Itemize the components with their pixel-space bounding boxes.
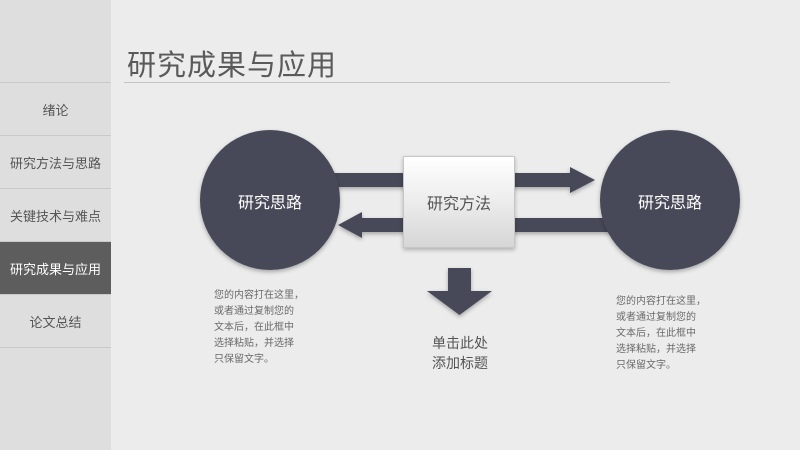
left-body-line: 或者通过复制您的	[214, 306, 294, 317]
center-method-label: 研究方法	[426, 194, 491, 213]
sidebar-item-results[interactable]: 研究成果与应用	[0, 242, 111, 295]
page-title: 研究成果与应用	[127, 48, 338, 82]
center-title-line: 单击此处	[432, 336, 488, 352]
sidebar-item-key-technologies[interactable]: 关键技术与难点	[0, 189, 111, 242]
left-body-line: 文本后，在此框中	[214, 322, 294, 333]
sidebar: 绪论 研究方法与思路 关键技术与难点 研究成果与应用 论文总结	[0, 0, 111, 450]
right-body-line: 您的内容打在这里，	[616, 296, 706, 307]
right-body-line: 只保留文字。	[616, 360, 676, 371]
left-circle	[200, 130, 340, 270]
right-body-line: 或者通过复制您的	[616, 312, 696, 323]
right-circle-label: 研究思路	[637, 193, 702, 212]
sidebar-item-introduction[interactable]: 绪论	[0, 83, 111, 136]
sidebar-item-summary[interactable]: 论文总结	[0, 295, 111, 348]
center-method-box[interactable]: 研究方法	[403, 156, 515, 248]
right-body-line: 选择粘贴，并选择	[616, 344, 696, 355]
left-body-line: 选择粘贴，并选择	[214, 338, 294, 349]
left-body-text[interactable]: 您的内容打在这里， 或者通过复制您的 文本后，在此框中 选择粘贴，并选择 只保留…	[214, 288, 334, 368]
arrow-down	[427, 268, 492, 315]
title-divider	[124, 82, 670, 83]
sidebar-nav: 绪论 研究方法与思路 关键技术与难点 研究成果与应用 论文总结	[0, 82, 111, 348]
center-title-placeholder[interactable]: 单击此处 添加标题	[405, 334, 515, 374]
sidebar-item-methods[interactable]: 研究方法与思路	[0, 136, 111, 189]
left-circle-label: 研究思路	[237, 193, 302, 212]
left-body-line: 只保留文字。	[214, 354, 274, 365]
center-title-line: 添加标题	[432, 356, 488, 372]
left-body-line: 您的内容打在这里，	[214, 290, 304, 301]
right-body-text[interactable]: 您的内容打在这里， 或者通过复制您的 文本后，在此框中 选择粘贴，并选择 只保留…	[616, 294, 736, 374]
right-circle	[600, 130, 740, 270]
right-body-line: 文本后，在此框中	[616, 328, 696, 339]
